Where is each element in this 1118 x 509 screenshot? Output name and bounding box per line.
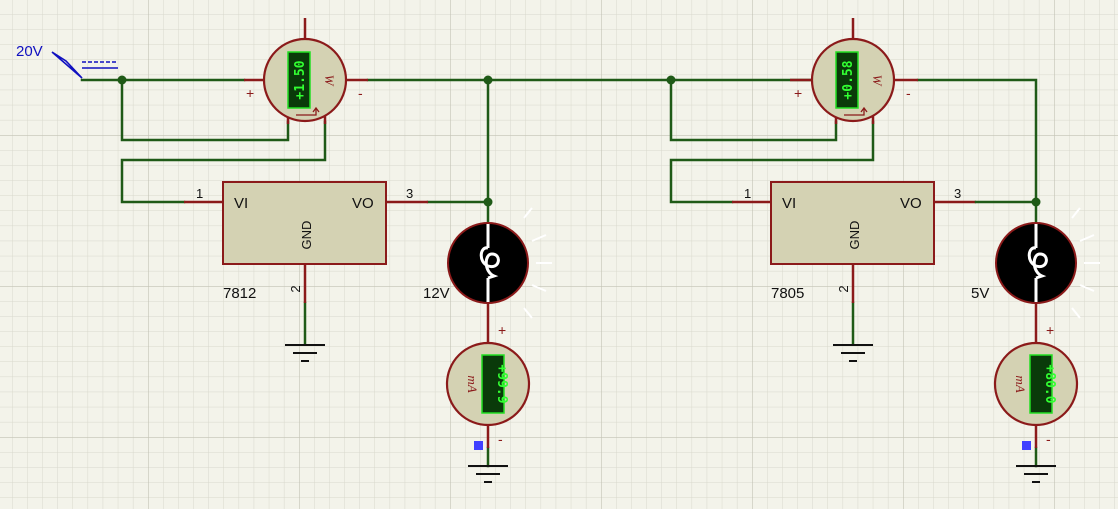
power-source-terminal[interactable]: 20V — [16, 43, 118, 79]
probe-marker-icon — [474, 441, 483, 450]
wattmeter-1[interactable]: +1.50 W + - — [244, 18, 368, 124]
regulator-2-pin-in: 1 — [744, 186, 751, 201]
regulator-2-pin-out: 3 — [954, 186, 961, 201]
lamp-1-label: 12V — [423, 285, 450, 302]
ground-icon — [468, 465, 508, 483]
wattmeter-2-unit: W — [870, 75, 885, 87]
ammeter-2-plus: + — [1046, 322, 1054, 338]
regulator-7812[interactable]: VI VO GND 1 3 2 7812 — [184, 181, 428, 303]
wattmeter-2-plus: + — [794, 85, 802, 101]
regulator-2-pin-gnd: 2 — [836, 285, 851, 292]
regulator-1-pin-out: 3 — [406, 186, 413, 201]
ammeter-1-display — [481, 354, 505, 414]
lamp-12v[interactable]: 12V — [423, 207, 552, 342]
junction-nodes — [117, 75, 1041, 207]
wattmeter-2-minus: - — [906, 85, 911, 101]
regulator-1-vi-label: VI — [234, 195, 248, 212]
ammeter-1-plus: + — [498, 322, 506, 338]
wattmeter-1-plus: + — [246, 85, 254, 101]
wattmeter-1-arrow-icon — [296, 109, 317, 116]
regulator-1-gnd-label: GND — [299, 221, 314, 250]
regulator-2-gnd-label: GND — [847, 221, 862, 250]
regulator-1-vo-label: VO — [352, 195, 374, 212]
wattmeter-2-arrow-icon — [844, 109, 865, 116]
regulator-1-pin-gnd: 2 — [288, 285, 303, 292]
regulator-2-vo-label: VO — [900, 195, 922, 212]
regulator-7805[interactable]: VI VO GND 1 3 2 7805 — [732, 181, 1038, 303]
wattmeter-1-display — [287, 51, 311, 109]
regulator-2-part-label: 7805 — [771, 285, 804, 302]
ammeter-2-display — [1029, 354, 1053, 414]
lamp-5v[interactable]: 5V — [971, 207, 1100, 342]
wattmeter-2-display — [835, 51, 859, 109]
regulator-2-vi-label: VI — [782, 195, 796, 212]
lamp-1-bulb-icon — [447, 222, 529, 304]
wattmeter-2[interactable]: +0.58 W + - — [790, 18, 918, 124]
ammeter-1[interactable]: +99.9 mA + - — [445, 322, 531, 450]
ammeter-1-reading: +99.9 — [494, 364, 509, 403]
ammeter-2-minus: - — [1046, 431, 1051, 447]
ground-icon — [1016, 465, 1056, 483]
ammeter-1-minus: - — [498, 431, 503, 447]
source-voltage-label: 20V — [16, 43, 43, 60]
lamp-2-bulb-icon — [995, 222, 1077, 304]
regulator-1-part-label: 7812 — [223, 285, 256, 302]
lamp-2-label: 5V — [971, 285, 989, 302]
ammeter-1-unit: mA — [465, 375, 480, 392]
wattmeter-2-reading: +0.58 — [841, 60, 856, 99]
ground-icon — [833, 344, 873, 362]
wattmeter-1-unit: W — [322, 75, 337, 87]
regulator-1-pin-in: 1 — [196, 186, 203, 201]
probe-marker-icon — [1022, 441, 1031, 450]
ammeter-2-reading: +80.0 — [1042, 364, 1057, 403]
ammeter-2-unit: mA — [1013, 375, 1028, 392]
ground-icon — [285, 344, 325, 362]
wattmeter-1-reading: +1.50 — [293, 60, 308, 99]
ammeter-2[interactable]: +80.0 mA + - — [993, 322, 1079, 450]
source-arrow-icon — [51, 51, 83, 79]
wattmeter-1-minus: - — [358, 85, 363, 101]
